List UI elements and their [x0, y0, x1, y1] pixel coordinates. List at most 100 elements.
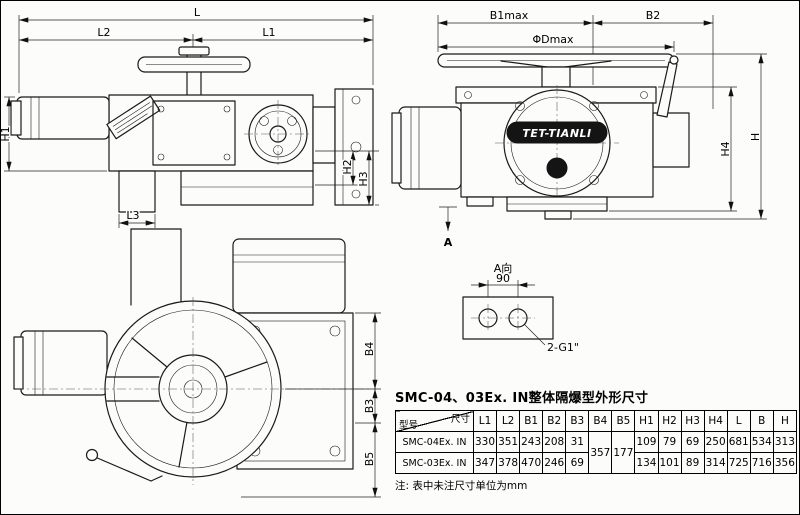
indicator-window	[546, 157, 568, 179]
dim-label-l2: L2	[97, 26, 110, 39]
thread-spec: 2-G1"	[547, 341, 579, 354]
model-cell: SMC-03Ex. IN	[395, 452, 474, 474]
col-header: H2	[657, 410, 682, 432]
value-cell: 314	[703, 452, 728, 474]
table-row: SMC-04Ex. IN 330 351 243 208 31 357 177 …	[395, 431, 798, 474]
col-header: B	[749, 410, 774, 432]
table-corner-cell: 尺寸 型号	[395, 410, 474, 432]
dim-label-h3: H3	[357, 171, 370, 186]
dim-H2-H3: H2 H3	[315, 150, 379, 206]
brand-text: TET-TIANLI	[522, 127, 591, 140]
value-cell: 69	[680, 431, 705, 453]
col-header: B3	[565, 410, 590, 432]
dim-L: L L2 L1	[18, 5, 374, 93]
col-header: H	[772, 410, 798, 432]
dim-label-h: H	[749, 133, 762, 141]
col-header: B4	[588, 410, 613, 432]
dim-label-h4: H4	[719, 141, 732, 156]
table-row: SMC-03Ex. IN 347 378 470 246 69 134 101 …	[395, 452, 798, 474]
dim-label-l3: L3	[126, 209, 139, 222]
motor-endcap-top	[13, 336, 24, 390]
value-cell: 89	[680, 452, 705, 474]
col-header: L2	[496, 410, 521, 432]
value-cell: 250	[703, 431, 728, 453]
value-cell-merged: 357	[588, 431, 613, 474]
col-header: B5	[611, 410, 636, 432]
indicator-button	[287, 116, 297, 126]
foot-front	[466, 196, 494, 207]
section-arrow-A: A	[439, 206, 457, 251]
dim-L3: L3	[118, 208, 156, 228]
dim-label-phidmax: ΦDmax	[532, 33, 574, 46]
col-header: H4	[703, 410, 728, 432]
dim-label-b1max: B1max	[490, 9, 529, 22]
actuator-front-body: TET-TIANLI	[391, 53, 690, 220]
dim-H4: H4	[609, 86, 737, 212]
detail-view-A: A向 90 2-G1"	[462, 260, 580, 356]
dim-label-b5: B5	[363, 452, 376, 467]
side-connector	[312, 106, 336, 164]
value-cell: 243	[519, 431, 544, 453]
table-header-row: 尺寸 型号 L1 L2 B1 B2 B3 B4 B5 H1 H2 H3 H4 L…	[395, 410, 798, 432]
value-cell-merged: 177	[611, 431, 636, 474]
value-cell: 356	[772, 452, 798, 474]
cover-plate-side	[152, 100, 236, 166]
col-header: B1	[519, 410, 544, 432]
dim-phiDmax: ΦDmax	[438, 32, 675, 52]
handwheel-hub-side	[178, 46, 210, 56]
dim-H: H	[573, 53, 767, 220]
col-header: H3	[680, 410, 705, 432]
motor-front	[398, 106, 462, 190]
dim-label-l: L	[194, 6, 201, 19]
value-cell: 725	[726, 452, 751, 474]
value-cell: 79	[657, 431, 682, 453]
value-cell: 109	[634, 431, 659, 453]
dim-label-b3: B3	[363, 399, 376, 414]
dimension-table: 尺寸 型号 L1 L2 B1 B2 B3 B4 B5 H1 H2 H3 H4 L…	[395, 410, 798, 474]
value-cell: 101	[657, 452, 682, 474]
declutch-lever	[656, 61, 678, 118]
dim-H1: H1	[1, 96, 107, 172]
handwheel-hub-front	[541, 66, 571, 88]
value-cell: 470	[519, 452, 544, 474]
value-cell: 31	[565, 431, 590, 453]
dim-label-b2: B2	[646, 9, 661, 22]
brand-plate	[506, 121, 608, 144]
actuator-side-body	[10, 46, 374, 213]
dim-label-90: 90	[496, 272, 510, 285]
dim-label-l1: L1	[262, 26, 275, 39]
value-cell: 351	[496, 431, 521, 453]
handle-box-front	[652, 112, 690, 168]
dim-label-b4: B4	[363, 342, 376, 357]
front-view: B1max B2 ΦDmax	[391, 8, 767, 251]
col-header: H1	[634, 410, 659, 432]
nameplate-side	[106, 95, 161, 140]
value-cell: 69	[565, 452, 590, 474]
value-cell: 716	[749, 452, 774, 474]
value-cell: 134	[634, 452, 659, 474]
dim-B3-B4-B5: B4 B3 B5	[241, 312, 381, 498]
col-header: L1	[472, 410, 498, 432]
value-cell: 313	[772, 431, 798, 453]
value-cell: 246	[542, 452, 567, 474]
support-leg-side	[118, 170, 156, 213]
table-note: 注: 表中未注尺寸单位为mm	[395, 480, 528, 492]
flange-block-top	[232, 238, 346, 314]
corner-label-model: 型号	[399, 420, 419, 431]
side-view: L L2 L1	[1, 5, 379, 228]
dim-B1max-B2: B1max B2	[437, 8, 714, 109]
section-label-a: A	[444, 236, 453, 249]
detail-a-title: A向	[494, 261, 513, 275]
top-view: B4 B3 B5	[13, 228, 381, 498]
lever-knob	[669, 55, 679, 65]
model-cell: SMC-04Ex. IN	[395, 431, 474, 453]
motor-endcap-front	[391, 112, 402, 184]
value-cell: 208	[542, 431, 567, 453]
value-cell: 347	[472, 452, 498, 474]
value-cell: 330	[472, 431, 498, 453]
indicator-button	[259, 116, 269, 126]
col-header: B2	[542, 410, 567, 432]
col-header: L	[726, 410, 751, 432]
